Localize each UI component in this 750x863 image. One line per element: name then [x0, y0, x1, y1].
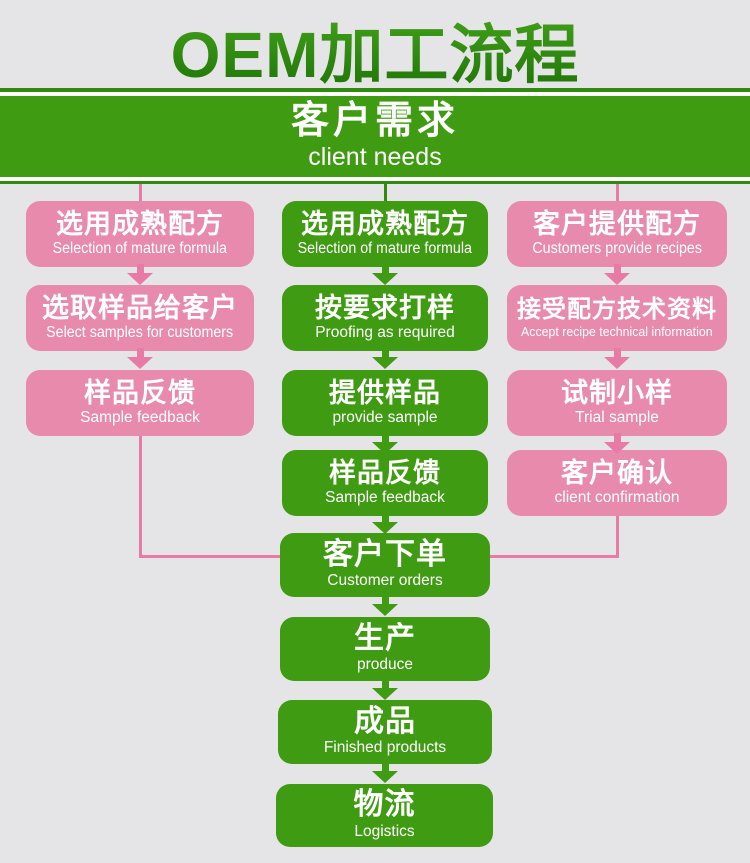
down-arrow-icon [372, 595, 398, 616]
down-arrow-icon [604, 264, 630, 285]
box-sample-feedback-mid: 样品反馈 Sample feedback [282, 450, 488, 516]
connector-line [384, 184, 387, 201]
box-title-zh: 试制小样 [561, 377, 673, 408]
box-subtitle-en: Sample feedback [325, 488, 445, 506]
down-arrow-icon [604, 433, 630, 454]
box-title-zh: 成品 [354, 704, 416, 738]
down-arrow-icon [372, 433, 398, 454]
connector-line [139, 436, 142, 558]
box-subtitle-en: Finished products [323, 739, 447, 757]
box-select-mature-formula-left: 选用成熟配方 Selection of mature formula [26, 201, 254, 267]
box-client-confirmation: 客户确认 client confirmation [507, 450, 727, 516]
box-customer-orders: 客户下单 Customer orders [280, 533, 490, 597]
box-title-zh: 样品反馈 [329, 457, 441, 488]
box-provide-sample: 提供样品 provide sample [282, 370, 488, 436]
divider-line-bottom-green [0, 181, 750, 184]
box-subtitle-en: client confirmation [554, 488, 680, 506]
down-arrow-icon [372, 264, 398, 285]
box-finished-products: 成品 Finished products [278, 700, 492, 764]
box-sample-feedback-left: 样品反馈 Sample feedback [26, 370, 254, 436]
banner-subtitle-en: client needs [308, 143, 442, 172]
divider-line-bottom-white [0, 177, 750, 181]
down-arrow-icon [127, 348, 153, 369]
banner-title-zh: 客户需求 [290, 100, 459, 143]
connector-line [616, 516, 619, 558]
box-title-zh: 生产 [354, 621, 416, 655]
down-arrow-icon [372, 513, 398, 534]
box-title-zh: 按要求打样 [315, 292, 455, 323]
down-arrow-icon [127, 264, 153, 285]
box-title-zh: 物流 [353, 788, 416, 822]
down-arrow-icon [372, 348, 398, 369]
box-subtitle-en: Customers provide recipes [532, 239, 702, 257]
box-subtitle-en: Accept recipe technical information [521, 323, 713, 339]
box-produce: 生产 produce [280, 617, 490, 681]
box-subtitle-en: Trial sample [575, 408, 659, 426]
divider-line-top-white [0, 92, 750, 96]
box-title-zh: 选用成熟配方 [56, 208, 224, 239]
box-title-zh: 选用成熟配方 [301, 208, 469, 239]
box-subtitle-en: Select samples for customers [46, 323, 234, 341]
box-subtitle-en: produce [356, 656, 413, 674]
box-title-zh: 选取样品给客户 [42, 292, 238, 323]
box-subtitle-en: Proofing as required [315, 323, 455, 341]
box-accept-recipe-info: 接受配方技术资料 Accept recipe technical informa… [507, 285, 727, 351]
box-proofing: 按要求打样 Proofing as required [282, 285, 488, 351]
client-needs-banner: 客户需求 client needs [0, 96, 750, 177]
box-subtitle-en: Selection of mature formula [52, 239, 228, 257]
box-subtitle-en: Customer orders [327, 572, 443, 590]
down-arrow-icon [372, 679, 398, 700]
box-select-samples: 选取样品给客户 Select samples for customers [26, 285, 254, 351]
page-title: OEM加工流程 [0, 4, 750, 96]
box-title-zh: 客户下单 [323, 537, 447, 571]
box-select-mature-formula-mid: 选用成熟配方 Selection of mature formula [282, 201, 488, 267]
divider-line-top-green [0, 88, 750, 92]
connector-line [139, 184, 142, 201]
box-trial-sample: 试制小样 Trial sample [507, 370, 727, 436]
box-title-zh: 接受配方技术资料 [517, 295, 717, 323]
box-subtitle-en: provide sample [332, 408, 438, 426]
box-subtitle-en: Selection of mature formula [297, 239, 473, 257]
box-logistics: 物流 Logistics [276, 784, 493, 847]
box-title-zh: 客户确认 [561, 457, 673, 488]
box-title-zh: 提供样品 [329, 377, 441, 408]
box-title-zh: 客户提供配方 [533, 208, 701, 239]
connector-line [616, 184, 619, 201]
box-title-zh: 样品反馈 [84, 377, 196, 408]
down-arrow-icon [604, 348, 630, 369]
box-customers-provide-recipes: 客户提供配方 Customers provide recipes [507, 201, 727, 267]
down-arrow-icon [372, 762, 398, 783]
box-subtitle-en: Sample feedback [80, 408, 200, 426]
box-subtitle-en: Logistics [354, 822, 415, 840]
